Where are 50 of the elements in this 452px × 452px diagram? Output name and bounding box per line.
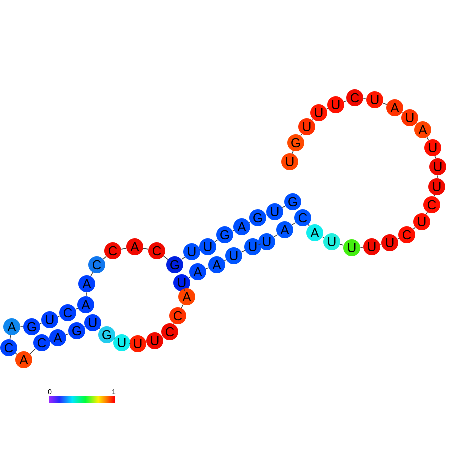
backbone-line — [382, 102, 388, 106]
backbone-line — [103, 256, 107, 260]
backbone-line — [99, 328, 101, 330]
backbone-line — [20, 326, 24, 328]
backbone-line — [143, 248, 149, 250]
backbone-line — [360, 247, 364, 248]
node-label: U — [249, 242, 257, 252]
backbone-line — [426, 137, 430, 141]
backbone-line — [188, 276, 192, 278]
backbone-line — [426, 212, 428, 215]
backbone-line — [10, 335, 12, 340]
backbone-line — [397, 238, 400, 240]
backbone-line — [249, 222, 251, 224]
backbone-line — [58, 316, 60, 318]
backbone-line — [258, 244, 262, 246]
backbone-line — [163, 256, 169, 260]
backbone-line — [274, 234, 278, 238]
backbone-line — [344, 100, 348, 102]
backbone-line — [413, 227, 416, 230]
backbone-line — [182, 256, 186, 260]
backbone-line — [363, 98, 367, 100]
backbone-line — [282, 206, 286, 208]
backbone-line — [206, 268, 210, 270]
backbone-line — [434, 194, 436, 198]
backbone-line — [86, 292, 87, 297]
backbone-line — [15, 353, 18, 355]
backbone-line — [121, 248, 127, 250]
backbone-line — [241, 250, 246, 253]
backbone-line — [292, 150, 294, 154]
backbone-line — [308, 224, 310, 227]
backbone-line — [30, 348, 36, 354]
backbone-line — [181, 304, 184, 309]
backbone-line — [326, 108, 329, 110]
backbone-line — [184, 288, 186, 292]
backbone-line — [90, 272, 94, 277]
backbone-line — [340, 244, 344, 246]
backbone-line — [434, 156, 436, 159]
backbone-line — [292, 222, 296, 226]
backbone-line — [224, 260, 227, 262]
node-label: U — [263, 237, 271, 247]
backbone-line — [300, 134, 302, 136]
backbone-line — [322, 236, 325, 238]
backbone-line — [437, 175, 438, 179]
backbone-line — [214, 240, 218, 242]
backbone-line — [40, 322, 42, 324]
backbone-line — [312, 119, 314, 121]
backbone-line — [76, 308, 78, 310]
backbone-line — [66, 334, 70, 336]
backbone-line — [232, 230, 235, 232]
backbone-line — [128, 343, 132, 344]
